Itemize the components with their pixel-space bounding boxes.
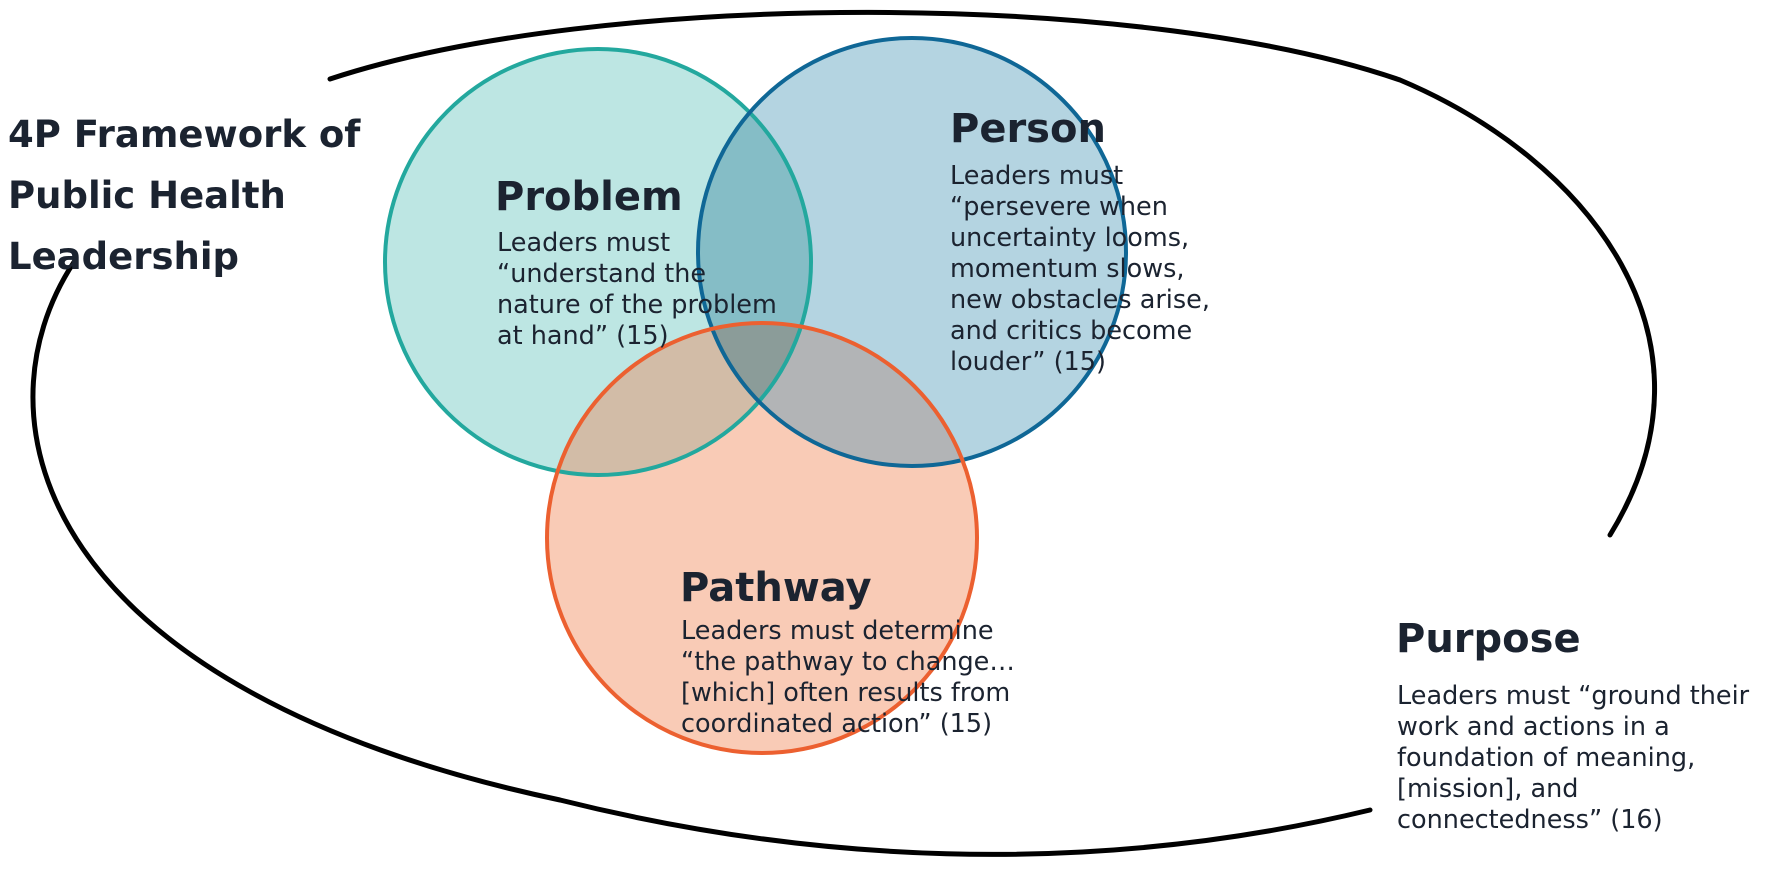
problem-line: at hand” (15) xyxy=(497,321,669,351)
problem-line: Leaders must xyxy=(497,228,671,258)
problem-line: nature of the problem xyxy=(497,290,777,320)
pathway-circle-outline xyxy=(545,321,979,755)
purpose-description: Leaders must “ground their work and acti… xyxy=(1397,681,1749,836)
purpose-text-block: Purpose xyxy=(1396,616,1581,662)
problem-line: “understand the xyxy=(497,259,707,289)
person-line: and critics become xyxy=(950,316,1193,346)
purpose-line: [mission], and xyxy=(1397,774,1579,804)
pathway-line: “the pathway to change… xyxy=(681,647,1015,677)
framework-title-line: Leadership xyxy=(8,235,239,278)
purpose-ellipse-top-arc xyxy=(327,9,1657,538)
problem-circle-outline xyxy=(383,47,813,477)
person-description: Leaders must “persevere when uncertainty… xyxy=(950,161,1210,378)
pathway-heading: Pathway xyxy=(680,565,872,611)
problem-description: Leaders must “understand the nature of t… xyxy=(497,228,777,352)
framework-title-line: Public Health xyxy=(8,174,286,217)
person-line: Leaders must xyxy=(950,161,1124,191)
framework-title-line: 4P Framework of xyxy=(8,113,361,156)
purpose-heading: Purpose xyxy=(1396,616,1581,662)
problem-text-block: Problem xyxy=(495,174,683,220)
pathway-description: Leaders must determine “the pathway to c… xyxy=(681,616,1015,740)
purpose-line: work and actions in a xyxy=(1397,712,1670,742)
purpose-ellipse-bottom-arc xyxy=(30,259,1373,857)
person-circle-outline xyxy=(696,36,1128,468)
pathway-text-block: Pathway xyxy=(680,565,872,611)
purpose-line: Leaders must “ground their xyxy=(1397,681,1750,711)
person-line: “persevere when xyxy=(950,192,1168,222)
person-heading: Person xyxy=(950,106,1106,152)
overlap-person-pathway xyxy=(698,323,977,466)
pathway-line: Leaders must determine xyxy=(681,616,994,646)
person-line: louder” (15) xyxy=(950,347,1106,377)
person-line: new obstacles arise, xyxy=(950,285,1210,315)
purpose-ellipse xyxy=(30,9,1657,857)
pathway-line: [which] often results from xyxy=(681,678,1011,708)
purpose-line: connectedness” (16) xyxy=(1397,805,1663,835)
person-line: uncertainty looms, xyxy=(950,223,1190,253)
problem-heading: Problem xyxy=(495,174,683,220)
person-text-block: Person xyxy=(950,106,1106,152)
purpose-line: foundation of meaning, xyxy=(1397,743,1696,773)
framework-title: 4P Framework of Public Health Leadership xyxy=(8,104,360,287)
overlap-problem-pathway xyxy=(547,323,811,475)
pathway-line: coordinated action” (15) xyxy=(681,709,993,739)
person-line: momentum slows, xyxy=(950,254,1185,284)
